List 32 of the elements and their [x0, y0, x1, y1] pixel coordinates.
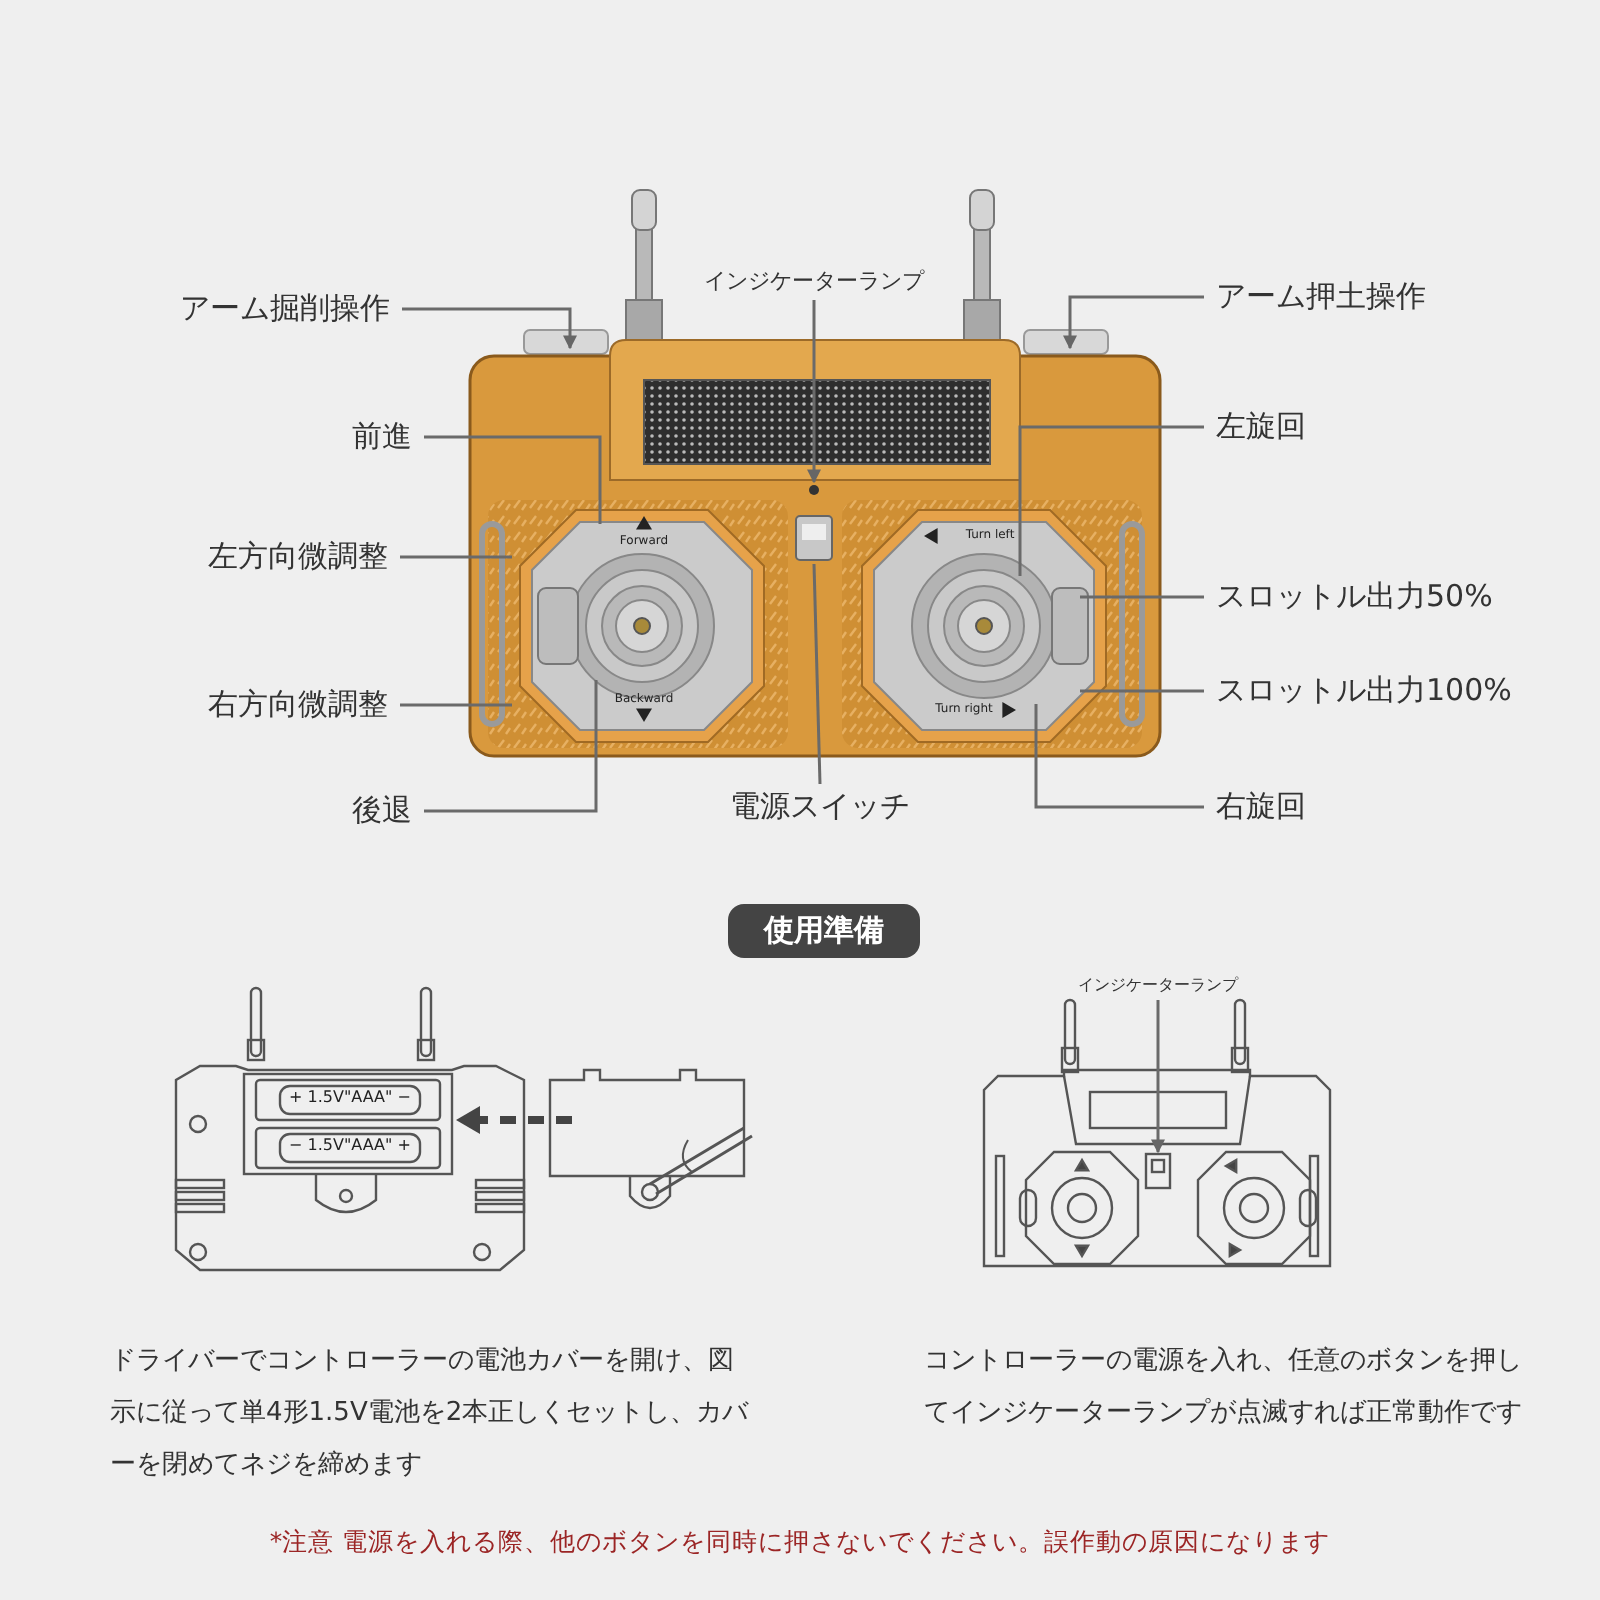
callout-label: 電源スイッチ [730, 788, 910, 826]
callout-label: スロットル出力50% [1216, 578, 1493, 616]
leader-line [402, 307, 577, 350]
leader-line [1080, 595, 1204, 599]
leader-line [807, 300, 821, 484]
instruction-text: ドライバーでコントローラーの電池カバーを開け、図示に従って単4形1.5V電池を2本正しくセットし、カバーを閉めてネジを締めます [110, 1344, 750, 1484]
leader-line [424, 680, 598, 813]
callout-label: インジケーターランプ [704, 266, 924, 296]
callout-label: スロットル出力100% [1216, 672, 1512, 710]
callout-label: アーム押土操作 [1216, 278, 1426, 316]
leader-line [1034, 704, 1204, 809]
instruction-text: コントローラーの電源を入れ、任意のボタンを押してインジケーターランプが点滅すれば正常動作です [924, 1344, 1524, 1432]
warning-note: *注意 電源を入れる際、他のボタンを同時に押さないでください。誤作動の原因になります [269, 1526, 1331, 1560]
section-heading-badge: 使用準備 [728, 904, 920, 958]
callout-label: インジケーターランプ [1078, 974, 1238, 996]
callout-label: 後退 [352, 792, 412, 830]
leader-line [1151, 1000, 1165, 1154]
callout-label: 右旋回 [1216, 788, 1306, 826]
leader-line [1063, 295, 1204, 350]
callout-label: 左方向微調整 [208, 538, 388, 576]
leader-line [1080, 689, 1204, 693]
callout-label: 前進 [352, 418, 412, 456]
battery-label: + 1.5V"AAA" − [289, 1088, 411, 1106]
leader-line [424, 435, 602, 524]
battery-label: − 1.5V"AAA" + [289, 1136, 411, 1154]
leader-line [400, 703, 512, 707]
callout-label: 左旋回 [1216, 408, 1306, 446]
callout-label: 右方向微調整 [208, 686, 388, 724]
callout-label: アーム掘削操作 [180, 290, 390, 328]
leader-line [400, 555, 512, 559]
leader-line [812, 563, 822, 785]
leader-line [1018, 425, 1204, 576]
